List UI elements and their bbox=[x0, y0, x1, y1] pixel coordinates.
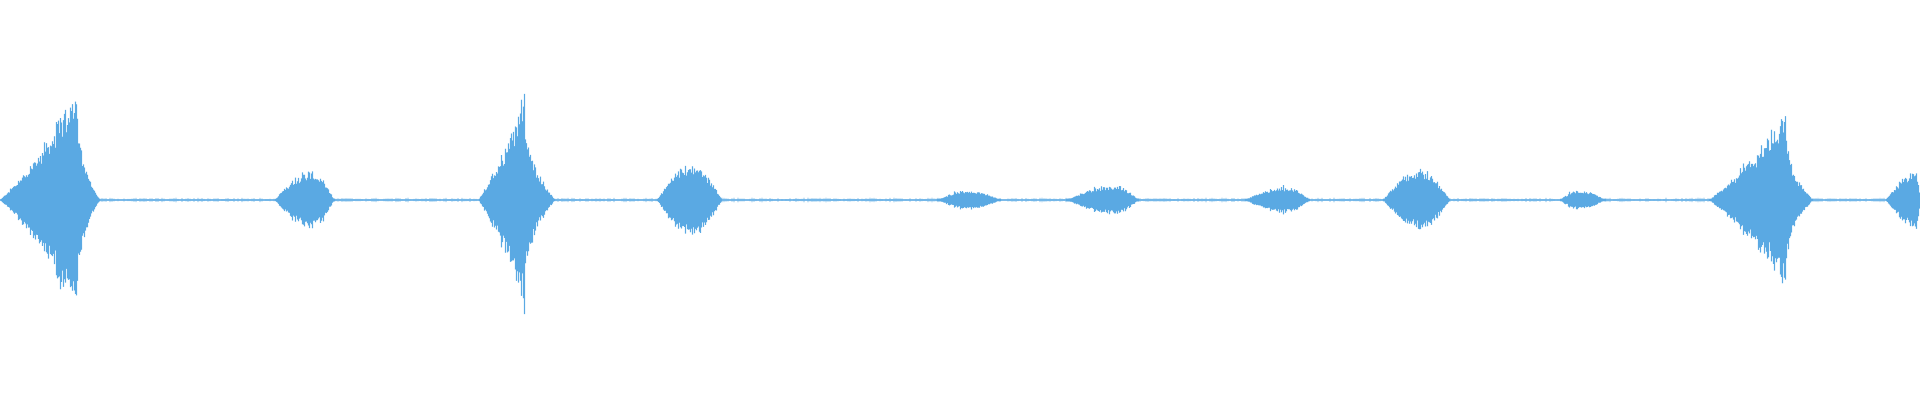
burst-11 bbox=[1885, 173, 1920, 229]
burst-9 bbox=[1559, 190, 1607, 210]
burst-10 bbox=[1708, 116, 1814, 284]
burst-5-envelope bbox=[936, 191, 1002, 210]
burst-1-envelope bbox=[0, 101, 101, 296]
burst-10-envelope bbox=[1708, 116, 1814, 284]
burst-3 bbox=[478, 93, 556, 315]
waveform-noise-floor bbox=[0, 197, 1919, 203]
burst-9-envelope bbox=[1559, 190, 1607, 210]
burst-5 bbox=[936, 191, 1002, 210]
burst-3-envelope bbox=[478, 93, 556, 315]
burst-1 bbox=[0, 101, 101, 296]
burst-11-envelope bbox=[1885, 173, 1920, 229]
